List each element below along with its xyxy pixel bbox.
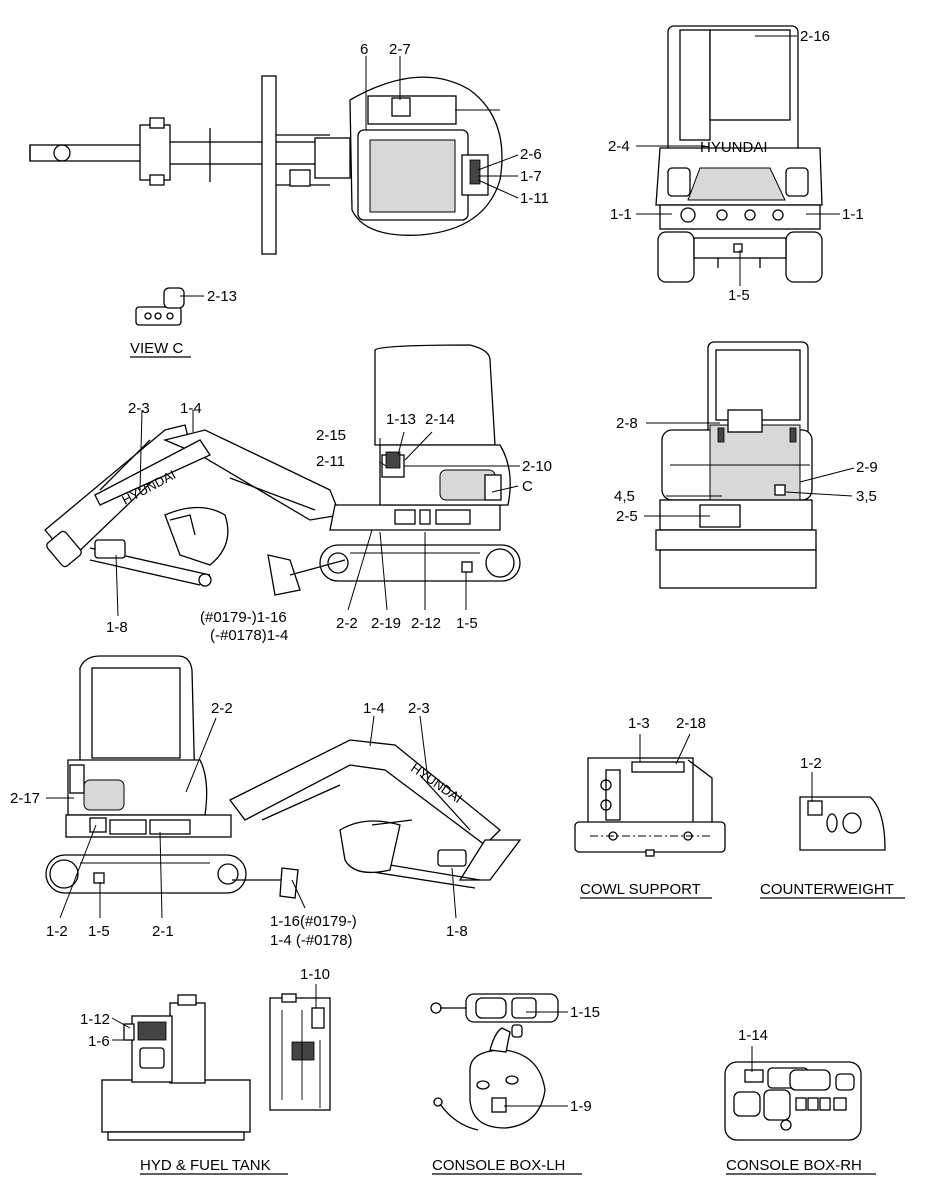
callout-1-5-rear: 1-5 (728, 287, 750, 304)
callout-1-7: 1-7 (520, 168, 542, 185)
callout-1-2-b: 1-2 (800, 755, 822, 772)
callout-2-2-b: 2-2 (211, 700, 233, 717)
callout-1-3: 1-3 (628, 715, 650, 732)
callout-1-5-b: 1-5 (88, 923, 110, 940)
console-box-rh-drawing (724, 1061, 862, 1141)
callout-1-16-a: (#0179-)1-16 (200, 609, 287, 626)
callout-1-6: 1-6 (88, 1033, 110, 1050)
callout-2-17: 2-17 (10, 790, 40, 807)
hyd-fuel-tank-drawing (101, 993, 331, 1141)
callout-2-16: 2-16 (800, 28, 830, 45)
callout-2-2-a: 2-2 (336, 615, 358, 632)
callout-2-15: 2-15 (316, 427, 346, 444)
callout-2-12: 2-12 (411, 615, 441, 632)
callout-3-5: 3,5 (856, 488, 877, 505)
callout-1-4-c: 1-4 (363, 700, 385, 717)
right-side-view-drawing: HYUNDAI (45, 655, 522, 899)
title-console-box-lh: CONSOLE BOX-LH (432, 1157, 565, 1174)
callout-2-18: 2-18 (676, 715, 706, 732)
callout-2-8: 2-8 (616, 415, 638, 432)
callout-2-3-a: 2-3 (128, 400, 150, 417)
rear-brand-text: HYUNDAI (700, 139, 768, 156)
title-view-c: VIEW C (130, 340, 184, 357)
callout-c: C (522, 478, 533, 495)
rear-view-2-drawing (655, 341, 817, 589)
callout-2-19: 2-19 (371, 615, 401, 632)
console-box-lh-drawing (430, 993, 559, 1131)
callout-1-14: 1-14 (738, 1027, 768, 1044)
title-hyd-fuel-tank: HYD & FUEL TANK (140, 1157, 271, 1174)
callout-2-14: 2-14 (425, 411, 455, 428)
callout-2-1: 2-1 (152, 923, 174, 940)
callout-2-13: 2-13 (207, 288, 237, 305)
callout-2-7: 2-7 (389, 41, 411, 58)
callout-1-1-left: 1-1 (610, 206, 632, 223)
leader-lines (46, 35, 855, 1107)
counterweight-drawing (799, 796, 886, 851)
callout-labels: 6 2-7 2-6 1-7 1-11 2-16 2-4 1-1 1-1 1-5 … (10, 28, 878, 1115)
callout-1-9: 1-9 (570, 1098, 592, 1115)
callout-2-9: 2-9 (856, 459, 878, 476)
title-console-box-rh: CONSOLE BOX-RH (726, 1157, 862, 1174)
callout-2-4: 2-4 (608, 138, 630, 155)
top-view-drawing (29, 75, 503, 255)
callout-1-15: 1-15 (570, 1004, 600, 1021)
view-c-drawing (135, 287, 185, 326)
callout-1-8-b: 1-8 (446, 923, 468, 940)
callout-1-5-a: 1-5 (456, 615, 478, 632)
callout-1-1-right: 1-1 (842, 206, 864, 223)
section-titles: VIEW C COWL SUPPORT COUNTERWEIGHT HYD & … (130, 340, 905, 1175)
callout-4-5: 4,5 (614, 488, 635, 505)
callout-1-16-b: 1-16(#0179-) (270, 913, 357, 930)
callout-2-5: 2-5 (616, 508, 638, 525)
callout-1-8-a: 1-8 (106, 619, 128, 636)
title-cowl-support: COWL SUPPORT (580, 881, 701, 898)
callout-2-10: 2-10 (522, 458, 552, 475)
callout-1-13: 1-13 (386, 411, 416, 428)
callout-2-11: 2-11 (316, 453, 345, 470)
callout-1-11: 1-11 (520, 190, 549, 207)
callout-1-10: 1-10 (300, 966, 330, 983)
callout-1-4-d: 1-4 (-#0178) (270, 932, 353, 949)
callout-1-12: 1-12 (80, 1011, 110, 1028)
title-counterweight: COUNTERWEIGHT (760, 881, 894, 898)
callout-1-4-b: (-#0178)1-4 (210, 627, 288, 644)
callout-1-2-a: 1-2 (46, 923, 68, 940)
callout-1-4-a: 1-4 (180, 400, 202, 417)
cowl-support-drawing (574, 757, 726, 857)
callout-2-3-b: 2-3 (408, 700, 430, 717)
rear-view-drawing: HYUNDAI (655, 25, 823, 283)
callout-2-6: 2-6 (520, 146, 542, 163)
callout-6: 6 (360, 41, 368, 58)
